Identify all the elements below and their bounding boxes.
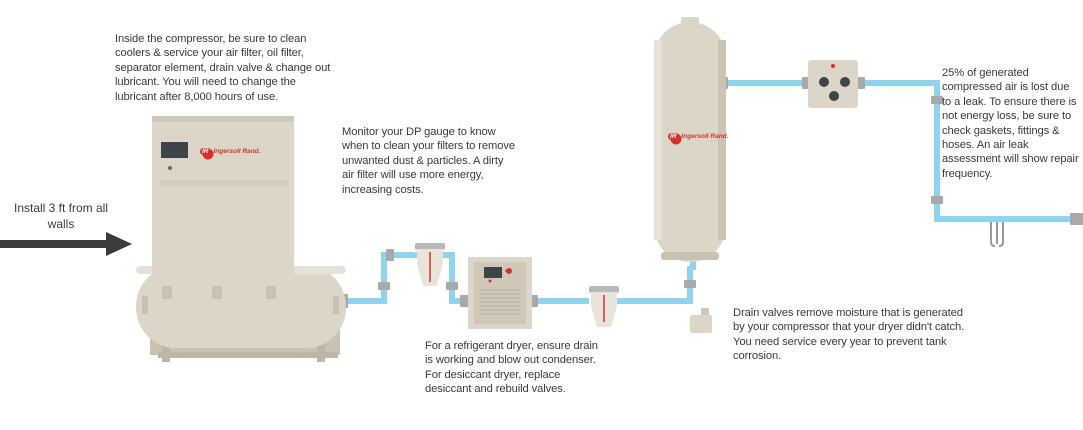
brand-logo-mark: IR: [505, 268, 509, 273]
drain-valve-note: Drain valves remove moisture that is gen…: [733, 307, 965, 363]
air-leak-note: 25% of generated compressed air is lost …: [942, 67, 1079, 180]
dryer-maintenance-note: For a refrigerant dryer, ensure drain is…: [425, 340, 598, 396]
inline-filter: [415, 243, 445, 286]
inline-filter: [589, 286, 619, 327]
brand-name: Ingersoll Rand.: [681, 133, 729, 140]
filter-maintenance-note: Monitor your DP gauge to know when to cl…: [342, 126, 515, 196]
clearance-note: Install 3 ft from all walls: [13, 201, 109, 231]
brand-logo-mark: IR: [668, 133, 679, 140]
drain-valve: [690, 308, 712, 333]
compressor-unit: [136, 116, 346, 362]
brand-name: Ingersoll Rand.: [213, 148, 261, 155]
leak-outlet: [990, 222, 1004, 247]
refrigerant-dryer: [468, 257, 532, 329]
brand-logo-mark: IR: [200, 148, 211, 155]
air-distribution-box: [808, 60, 858, 108]
clearance-arrow: [0, 232, 132, 256]
dryer-brand: IR: [505, 268, 509, 273]
compressor-maintenance-note: Inside the compressor, be sure to clean …: [115, 33, 331, 103]
